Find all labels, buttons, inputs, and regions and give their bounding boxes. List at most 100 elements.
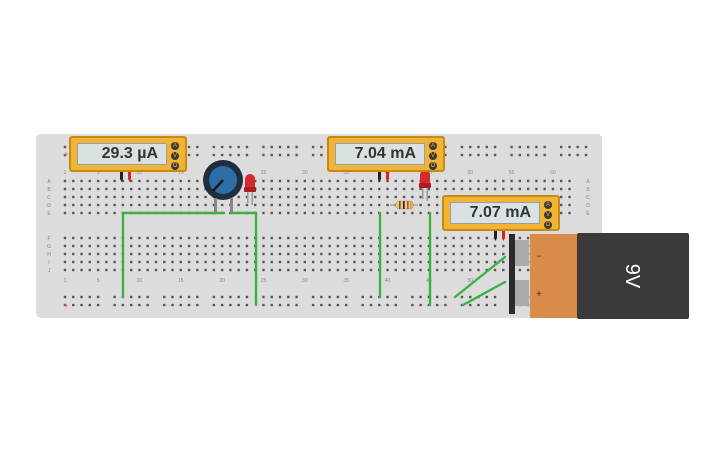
grid-hole[interactable] — [171, 268, 174, 272]
grid-hole[interactable] — [485, 179, 488, 183]
grid-hole[interactable] — [113, 179, 116, 183]
grid-hole[interactable] — [477, 244, 480, 248]
grid-hole[interactable] — [105, 244, 108, 248]
grid-hole[interactable] — [80, 244, 83, 248]
grid-hole[interactable] — [278, 244, 282, 248]
grid-hole[interactable] — [394, 244, 397, 248]
rail-hole[interactable] — [477, 153, 480, 157]
rail-hole[interactable] — [121, 303, 125, 307]
grid-hole[interactable] — [444, 244, 447, 248]
grid-hole[interactable] — [237, 195, 240, 199]
rail-hole[interactable] — [63, 145, 67, 149]
grid-hole[interactable] — [435, 268, 439, 272]
grid-hole[interactable] — [187, 244, 191, 248]
grid-hole[interactable] — [138, 179, 141, 183]
grid-hole[interactable] — [435, 203, 439, 207]
grid-hole[interactable] — [72, 252, 75, 256]
grid-hole[interactable] — [63, 252, 67, 256]
rail-hole[interactable] — [278, 303, 282, 307]
grid-hole[interactable] — [262, 236, 265, 240]
grid-hole[interactable] — [328, 236, 331, 240]
grid-hole[interactable] — [237, 252, 240, 256]
grid-hole[interactable] — [361, 236, 364, 240]
grid-hole[interactable] — [460, 187, 464, 191]
grid-hole[interactable] — [303, 244, 307, 248]
grid-hole[interactable] — [287, 268, 290, 272]
grid-hole[interactable] — [245, 236, 249, 240]
grid-hole[interactable] — [129, 203, 133, 207]
grid-hole[interactable] — [121, 187, 125, 191]
grid-hole[interactable] — [320, 203, 323, 207]
grid-hole[interactable] — [212, 268, 216, 272]
grid-hole[interactable] — [444, 187, 447, 191]
grid-hole[interactable] — [129, 252, 133, 256]
grid-hole[interactable] — [469, 260, 472, 264]
grid-hole[interactable] — [502, 244, 505, 248]
grid-hole[interactable] — [196, 268, 199, 272]
rail-hole[interactable] — [237, 303, 240, 307]
rail-hole[interactable] — [96, 303, 100, 307]
grid-hole[interactable] — [386, 268, 389, 272]
rail-hole[interactable] — [212, 295, 216, 299]
grid-hole[interactable] — [452, 236, 455, 240]
grid-hole[interactable] — [469, 252, 472, 256]
wire-battery-minus[interactable] — [453, 255, 507, 299]
rail-hole[interactable] — [229, 145, 232, 149]
grid-hole[interactable] — [113, 268, 116, 272]
grid-hole[interactable] — [518, 187, 522, 191]
grid-hole[interactable] — [245, 260, 249, 264]
grid-hole[interactable] — [96, 195, 100, 199]
rail-hole[interactable] — [485, 145, 488, 149]
grid-hole[interactable] — [452, 179, 455, 183]
grid-hole[interactable] — [96, 179, 100, 183]
grid-hole[interactable] — [344, 195, 348, 199]
grid-hole[interactable] — [435, 260, 439, 264]
grid-hole[interactable] — [444, 252, 447, 256]
rail-hole[interactable] — [80, 303, 83, 307]
grid-hole[interactable] — [287, 244, 290, 248]
grid-hole[interactable] — [510, 179, 513, 183]
grid-hole[interactable] — [187, 236, 191, 240]
grid-hole[interactable] — [262, 187, 265, 191]
grid-hole[interactable] — [320, 195, 323, 199]
grid-hole[interactable] — [254, 179, 257, 183]
rail-hole[interactable] — [518, 145, 522, 149]
grid-hole[interactable] — [419, 268, 422, 272]
grid-hole[interactable] — [493, 268, 497, 272]
grid-hole[interactable] — [460, 252, 464, 256]
grid-hole[interactable] — [369, 268, 373, 272]
rail-hole[interactable] — [245, 153, 249, 157]
rail-hole[interactable] — [88, 295, 92, 299]
rail-hole[interactable] — [485, 303, 488, 307]
rail-hole[interactable] — [245, 303, 249, 307]
grid-hole[interactable] — [196, 260, 199, 264]
rail-hole[interactable] — [477, 303, 480, 307]
grid-hole[interactable] — [287, 203, 290, 207]
grid-hole[interactable] — [328, 203, 331, 207]
grid-hole[interactable] — [303, 195, 307, 199]
grid-hole[interactable] — [121, 203, 125, 207]
grid-hole[interactable] — [427, 187, 431, 191]
grid-hole[interactable] — [63, 211, 67, 215]
grid-hole[interactable] — [220, 244, 224, 248]
grid-hole[interactable] — [146, 244, 149, 248]
grid-hole[interactable] — [204, 260, 207, 264]
meter-3-ohm-button[interactable]: Ω — [544, 221, 552, 229]
grid-hole[interactable] — [262, 179, 265, 183]
grid-hole[interactable] — [204, 268, 207, 272]
rail-hole[interactable] — [526, 153, 530, 157]
grid-hole[interactable] — [278, 236, 282, 240]
grid-hole[interactable] — [121, 195, 125, 199]
rail-hole[interactable] — [187, 295, 191, 299]
grid-hole[interactable] — [526, 236, 530, 240]
grid-hole[interactable] — [270, 268, 273, 272]
grid-hole[interactable] — [336, 195, 340, 199]
grid-hole[interactable] — [303, 236, 307, 240]
grid-hole[interactable] — [154, 268, 158, 272]
rail-hole[interactable] — [493, 303, 497, 307]
grid-hole[interactable] — [96, 260, 100, 264]
grid-hole[interactable] — [411, 236, 414, 240]
rail-hole[interactable] — [493, 295, 497, 299]
grid-hole[interactable] — [270, 179, 273, 183]
